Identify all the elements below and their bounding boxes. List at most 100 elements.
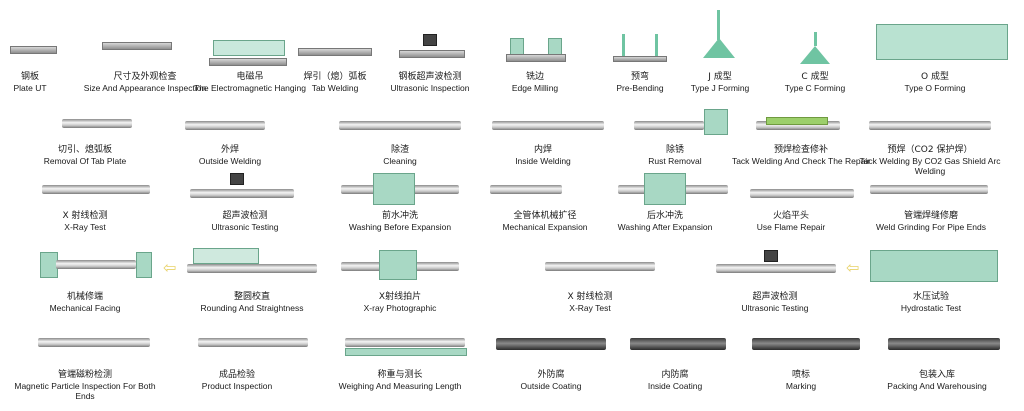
pipe-icon — [869, 121, 991, 130]
step-en: Packing And Warehousing — [887, 381, 987, 391]
step-electromagnetic-hanging: 电磁吊 The Electromagnetic Hanging — [175, 38, 325, 93]
step-ultrasonic-testing-1: 超声波检测 Ultrasonic Testing — [170, 173, 320, 232]
step-plate-ut: 钢板 Plate UT — [0, 38, 105, 93]
step-en: Use Flame Repair — [756, 222, 826, 232]
step-type-j-forming: J 成型 Type J Forming — [645, 10, 795, 93]
step-zh: 预焊（CO2 保护焊） — [887, 145, 973, 155]
step-en: Size And Appearance Inspection — [83, 83, 207, 93]
ultrasonic-probe-icon — [423, 34, 437, 46]
step-en: Tab Welding — [311, 83, 359, 93]
step-en: Magnetic Particle Inspection For Both En… — [14, 381, 156, 401]
straightening-machine-icon — [193, 248, 259, 264]
flow-arrow-left-icon: ⇦ — [846, 260, 860, 277]
step-zh: 铣边 — [525, 72, 544, 82]
repair-station-icon — [766, 117, 828, 125]
step-edge-milling: 铣边 Edge Milling — [460, 38, 610, 93]
step-en: X-ray Photographic — [363, 303, 437, 313]
step-xray-photographic: X射线拍片 X-ray Photographic — [325, 250, 475, 313]
scale-icon — [345, 348, 467, 356]
step-hydrostatic-test: 水压试验 Hydrostatic Test — [856, 250, 1006, 313]
step-zh: 尺寸及外观检查 — [113, 72, 177, 82]
pipe-icon — [492, 121, 604, 130]
step-en: Removal Of Tab Plate — [43, 156, 127, 166]
pipe-icon — [888, 338, 1000, 350]
step-en: Washing Before Expansion — [348, 222, 452, 232]
step-zh: 包装入库 — [918, 370, 955, 380]
step-type-o-forming: O 成型 Type O Forming — [860, 24, 1010, 93]
step-zh: 火焰平头 — [772, 211, 809, 221]
steel-plate-icon — [613, 56, 667, 62]
step-en: Product Inspection — [201, 381, 273, 391]
pipe-icon — [38, 338, 150, 347]
step-zh: 切引、熄弧板 — [57, 145, 112, 155]
step-zh: 预弯 — [630, 72, 649, 82]
step-en: Weld Grinding For Pipe Ends — [876, 222, 986, 232]
step-en: Mechanical Expansion — [502, 222, 588, 232]
step-removal-tab-plate: 切引、熄弧板 Removal Of Tab Plate — [10, 111, 160, 166]
step-zh: 除渣 — [390, 145, 409, 155]
step-zh: X射线拍片 — [378, 292, 422, 302]
step-zh: C 成型 — [801, 72, 829, 82]
step-xray-test-2: X 射线检测 X-Ray Test — [515, 258, 665, 313]
pipe-icon — [185, 121, 265, 130]
step-zh: 内防腐 — [661, 370, 689, 380]
step-zh: 后水冲洗 — [646, 211, 683, 221]
step-zh: 电磁吊 — [236, 72, 264, 82]
press-frame-icon — [876, 24, 1008, 60]
step-en: Weighing And Measuring Length — [338, 381, 462, 391]
pipe-icon — [62, 119, 132, 128]
step-rounding-straightness: 整圆校直 Rounding And Straightness — [177, 248, 327, 313]
pipe-icon — [496, 338, 606, 350]
step-zh: 内焊 — [533, 145, 552, 155]
step-zh: 机械修端 — [66, 292, 103, 302]
facing-machine-icon — [136, 252, 152, 278]
step-marking: 喷标 Marking — [726, 338, 876, 391]
ultrasonic-probe-icon — [230, 173, 244, 185]
step-inside-coating: 内防腐 Inside Coating — [600, 338, 750, 391]
step-zh: 焊引（熄）弧板 — [303, 72, 367, 82]
hydrostatic-tank-icon — [870, 250, 998, 282]
step-en: Ultrasonic Inspection — [390, 83, 470, 93]
step-en: Inside Welding — [515, 156, 571, 166]
pipe-icon — [756, 121, 840, 130]
pipe-icon — [750, 189, 854, 198]
steel-plate-icon — [10, 46, 57, 54]
step-en: Mechanical Facing — [49, 303, 121, 313]
step-cleaning: 除渣 Cleaning — [325, 111, 475, 166]
steel-plate-icon — [102, 42, 172, 50]
step-product-inspection: 成品检验 Product Inspection — [162, 338, 312, 391]
washing-station-icon — [373, 173, 415, 205]
pipe-icon — [870, 185, 988, 194]
step-outside-coating: 外防腐 Outside Coating — [476, 338, 626, 391]
step-en: Tack Welding By CO2 Gas Shield Arc Weldi… — [859, 156, 1001, 176]
ultrasonic-probe-icon — [764, 250, 778, 262]
fan-icon — [704, 109, 728, 135]
step-tab-welding: 焊引（熄）弧板 Tab Welding — [260, 38, 410, 93]
step-en: Type J Forming — [690, 83, 750, 93]
step-washing-after-expansion: 后水冲洗 Washing After Expansion — [590, 173, 740, 232]
step-en: Type O Forming — [904, 83, 966, 93]
step-en: Inside Coating — [647, 381, 703, 391]
press-icon — [655, 34, 658, 56]
press-icon — [814, 32, 817, 46]
pipe-icon — [198, 338, 308, 347]
step-en: The Electromagnetic Hanging — [194, 83, 306, 93]
press-icon — [717, 10, 720, 40]
step-zh: X 射线检测 — [567, 292, 613, 302]
step-outside-welding: 外焊 Outside Welding — [155, 111, 305, 166]
step-packing-warehousing: 包装入库 Packing And Warehousing — [862, 338, 1012, 391]
step-zh: O 成型 — [921, 72, 949, 82]
step-zh: 整圆校直 — [233, 292, 270, 302]
step-type-c-forming: C 成型 Type C Forming — [740, 32, 890, 93]
step-en: Rounding And Straightness — [200, 303, 304, 313]
step-en: Outside Coating — [520, 381, 582, 391]
pipe-icon — [190, 189, 294, 198]
step-pre-bending: 预弯 Pre-Bending — [565, 34, 715, 93]
step-en: X-Ray Test — [64, 222, 106, 232]
die-icon — [703, 38, 735, 58]
pipe-icon — [630, 338, 726, 350]
pipe-icon — [187, 264, 317, 273]
step-size-inspection: 尺寸及外观检查 Size And Appearance Inspection — [70, 38, 220, 93]
step-en: Hydrostatic Test — [900, 303, 962, 313]
